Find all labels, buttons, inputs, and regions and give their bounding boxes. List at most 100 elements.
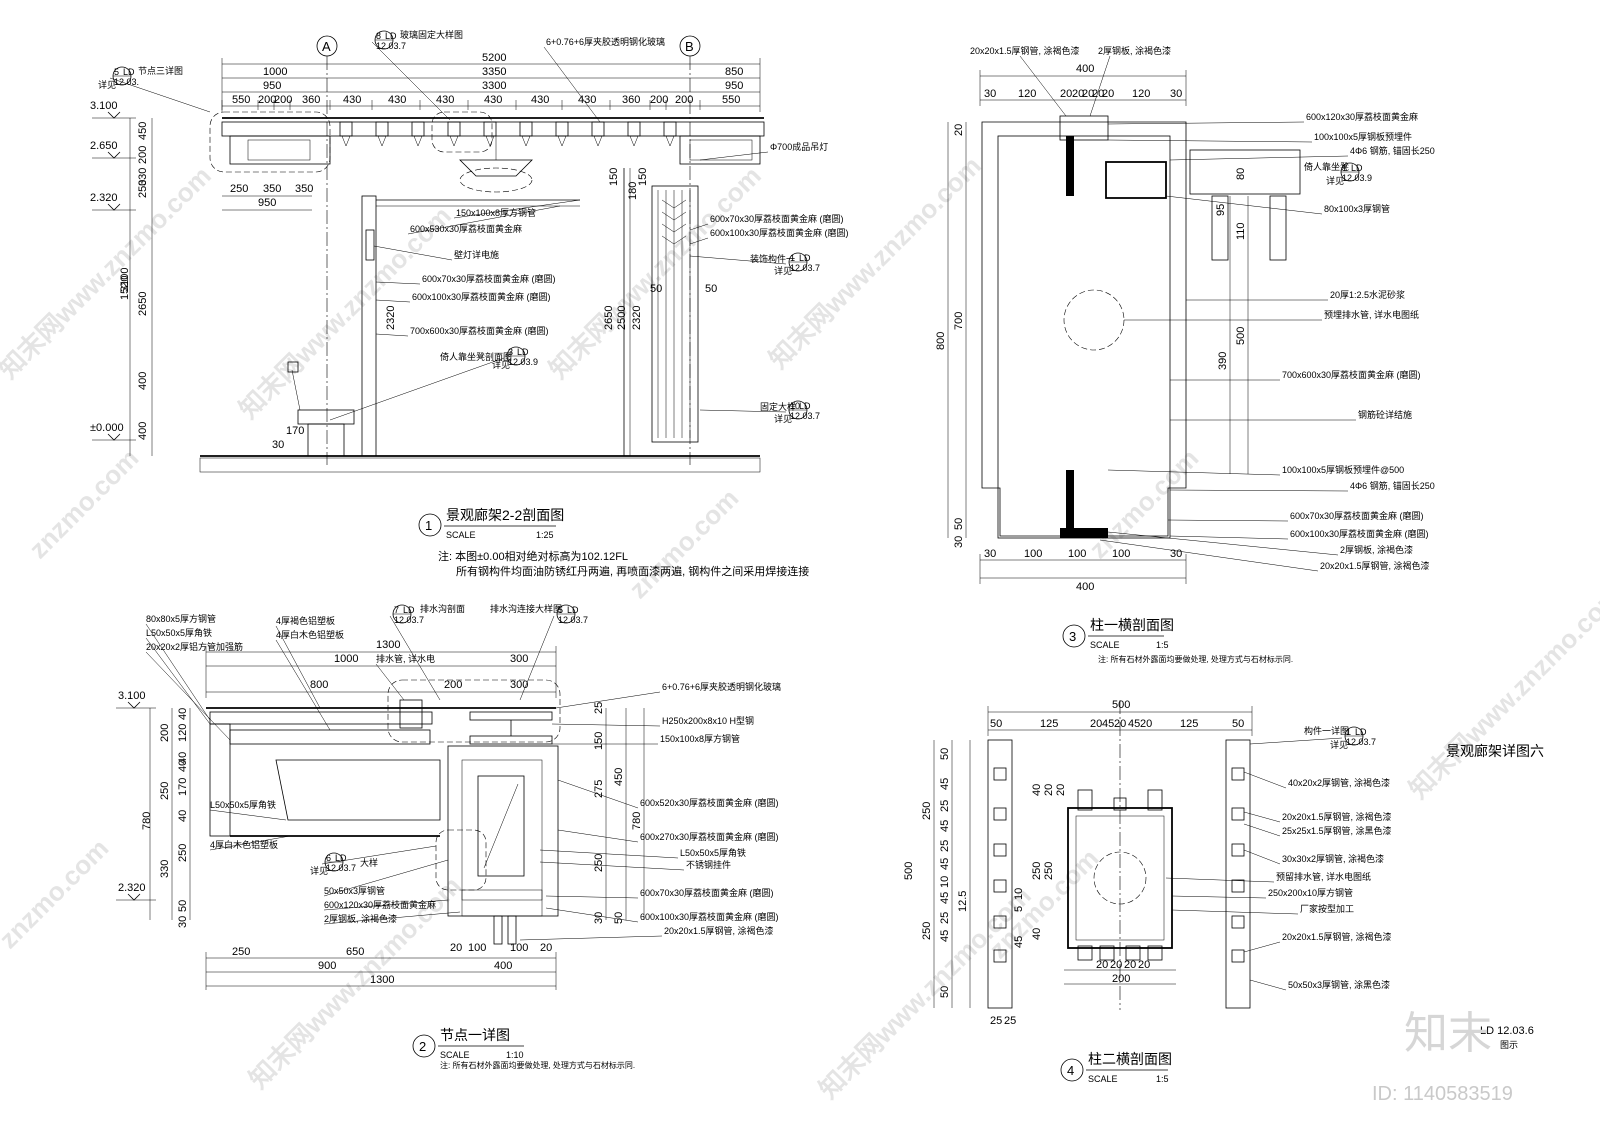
view-number: 3 <box>1069 629 1076 644</box>
dim-text: 25 <box>1004 1015 1016 1027</box>
dim-text: 50 <box>177 900 189 912</box>
callout-page: 12.03.7 <box>326 863 356 873</box>
label-text: 20厚1:2.5水泥砂浆 <box>1330 289 1405 300</box>
note-text: 注: 所有石材外露面均要做处理, 处理方式与石材标示同. <box>440 1060 635 1070</box>
dim-text: 250 <box>177 844 189 862</box>
label-text: 600x120x30厚荔枝面黄金麻 <box>1306 111 1418 122</box>
callout-note: 详见 <box>1326 175 1344 186</box>
label-text: 80x80x5厚方钢管 <box>146 613 216 624</box>
dim-text: 125 <box>1040 718 1058 730</box>
label-text: 600x100x30厚荔枝面黄金麻 (磨圆) <box>1290 528 1429 539</box>
dim-text: 45 <box>939 778 951 790</box>
dim-text: 20 <box>1060 88 1072 100</box>
dim-text: 1300 <box>370 974 394 986</box>
dim-text: 2500 <box>616 306 628 330</box>
dim-text: 20 <box>953 124 965 136</box>
sheet-code-sub: 图示 <box>1500 1040 1518 1050</box>
label-text: 20x20x1.5厚钢管, 涂褐色漆 <box>1320 560 1430 571</box>
dim-text: 250 <box>921 802 933 820</box>
dim-text: 20 <box>1043 784 1055 796</box>
callout-ref: 3 <box>508 347 513 357</box>
callout-page: 12.03.7 <box>376 41 406 51</box>
dim-text: 125 <box>1180 718 1198 730</box>
label-text: 4厚白木色铝塑板 <box>210 839 278 850</box>
dim-text: 300 <box>510 679 528 691</box>
callout-page: 12.03.7 <box>790 263 820 273</box>
level-mark: 2.650 <box>90 140 118 152</box>
callout-note: 详见 <box>310 865 328 876</box>
label-text: 2厚钢板, 涂褐色漆 <box>1340 544 1413 555</box>
dim-text: 100 <box>1112 548 1130 560</box>
dim-text: 40 <box>1031 928 1043 940</box>
dim-text: 200 <box>274 94 292 106</box>
dim-text: 250 <box>137 180 149 198</box>
callout-ref: 1 <box>790 253 795 263</box>
dim-text: 1520 <box>119 276 131 300</box>
dim-text: 250 <box>230 183 248 195</box>
label-text: 2厚钢板, 涂褐色漆 <box>1098 45 1171 56</box>
label-text: 250x200x10厚方钢管 <box>1268 887 1353 898</box>
scale-label: SCALE <box>1088 1074 1118 1084</box>
note-text: 注: 所有石材外露面均要做处理, 处理方式与石材标示同. <box>1098 654 1293 664</box>
label-text: 4Φ6 钢筋, 锚固长250 <box>1350 145 1435 156</box>
label-text: 80x100x3厚钢管 <box>1324 203 1390 214</box>
dim-text: 100 <box>510 942 528 954</box>
callout-sheet: LD <box>799 401 811 411</box>
label-text: 6+0.76+6厚夹胶透明钢化玻璃 <box>662 681 781 692</box>
dim-text: 180 <box>627 182 639 200</box>
dim-text: 275 <box>593 780 605 798</box>
dim-text: 20 <box>1082 88 1094 100</box>
dim-text: 95 <box>1215 204 1227 216</box>
dim-text: 450 <box>137 122 149 140</box>
sheet-title: 景观廊架详图六 <box>1446 743 1544 759</box>
label-text: 600x100x30厚荔枝面黄金麻 (磨圆) <box>640 911 779 922</box>
level-mark: 2.320 <box>118 882 146 894</box>
dim-text: 2320 <box>385 306 397 330</box>
scale-label: SCALE <box>1090 640 1120 650</box>
label-text: 钢筋砼详结施 <box>1358 409 1412 420</box>
dim-text: 200 <box>137 146 149 164</box>
view-title: 柱二横剖面图 <box>1088 1051 1172 1067</box>
dim-text: 550 <box>722 94 740 106</box>
dim-text: 700 <box>953 312 965 330</box>
callout-ref: 10 <box>790 401 800 411</box>
dim-text: 20 <box>1110 959 1122 971</box>
dim-text: 1000 <box>334 653 358 665</box>
label-text: 600x120x30厚荔枝面黄金麻 <box>324 899 436 910</box>
callout-text: 构件一详图 <box>1304 725 1349 736</box>
dim-text: 200 <box>258 94 276 106</box>
dim-text: 25 <box>593 702 605 714</box>
dim-text: 50 <box>953 518 965 530</box>
dim-text: 20 <box>540 942 552 954</box>
dim-text: 30 <box>1170 88 1182 100</box>
callout-sheet: LD <box>1355 727 1367 737</box>
dim-text: 200 <box>1112 973 1130 985</box>
callout-note: 详见 <box>774 265 792 276</box>
label-text: 2厚钢板, 涂褐色漆 <box>324 913 397 924</box>
label-text: 600x70x30厚荔枝面黄金麻 (磨圆) <box>1290 510 1424 521</box>
dim-text: 330 <box>159 860 171 878</box>
dim-text: 40 <box>177 760 189 772</box>
callout-text: 固定大样 <box>760 401 796 412</box>
dim-text: 10 <box>1013 888 1025 900</box>
callout-ref: 1 <box>1346 727 1351 737</box>
dim-text: 350 <box>295 183 313 195</box>
label-text: 600x520x30厚荔枝面黄金麻 (磨圆) <box>640 797 779 808</box>
callout-sheet: LD <box>403 605 415 615</box>
note-text: 所有钢构件均面油防锈红丹两遍, 再喷面漆两遍, 钢构件之间采用焊接连接 <box>456 564 809 578</box>
dim-text: 3100 <box>119 268 131 292</box>
dim-text: 200 <box>444 679 462 691</box>
dim-text: 850 <box>725 66 743 78</box>
callout-sheet: LD <box>799 253 811 263</box>
dim-text: 25 <box>990 1015 1002 1027</box>
view-number: 2 <box>419 1039 426 1054</box>
callout-sheet: LD <box>335 853 347 863</box>
dim-text: 50 <box>650 283 662 295</box>
dim-text: 5 <box>1013 906 1025 912</box>
callout-ref: 5 <box>114 67 119 77</box>
level-mark: 2.320 <box>90 192 118 204</box>
label-text: 25x25x1.5厚钢管, 涂黑色漆 <box>1282 825 1392 836</box>
label-text: 厂家按型加工 <box>1300 903 1354 914</box>
dim-text: 400 <box>137 422 149 440</box>
